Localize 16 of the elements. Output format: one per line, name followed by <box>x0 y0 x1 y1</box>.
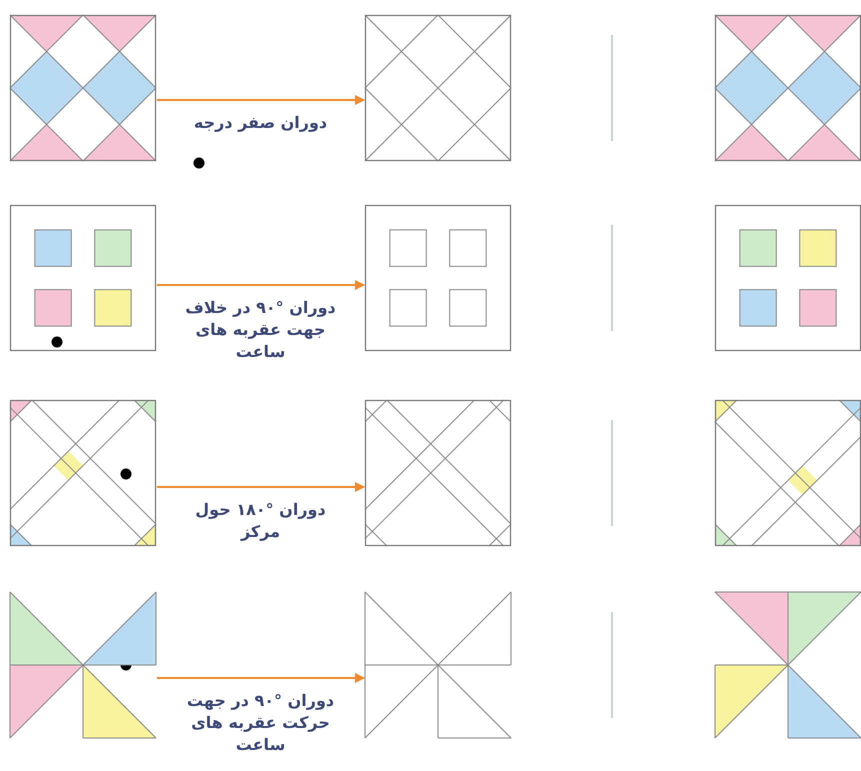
tile-drawing <box>365 400 511 546</box>
tile-drawing <box>10 400 156 546</box>
tile-drawing <box>10 15 156 161</box>
tile-drawing <box>715 400 861 546</box>
tile-drawing <box>365 205 511 351</box>
tile-drawing <box>715 205 861 351</box>
tile-drawing <box>365 15 511 161</box>
tile-drawing <box>715 592 861 738</box>
tile-drawing <box>365 592 511 738</box>
arrow <box>157 482 365 492</box>
arrow <box>157 673 365 683</box>
tile-drawing <box>10 205 156 351</box>
tile-drawing <box>10 592 156 738</box>
arrow <box>157 280 365 290</box>
arrow <box>157 95 365 105</box>
tile-drawing <box>715 15 861 161</box>
